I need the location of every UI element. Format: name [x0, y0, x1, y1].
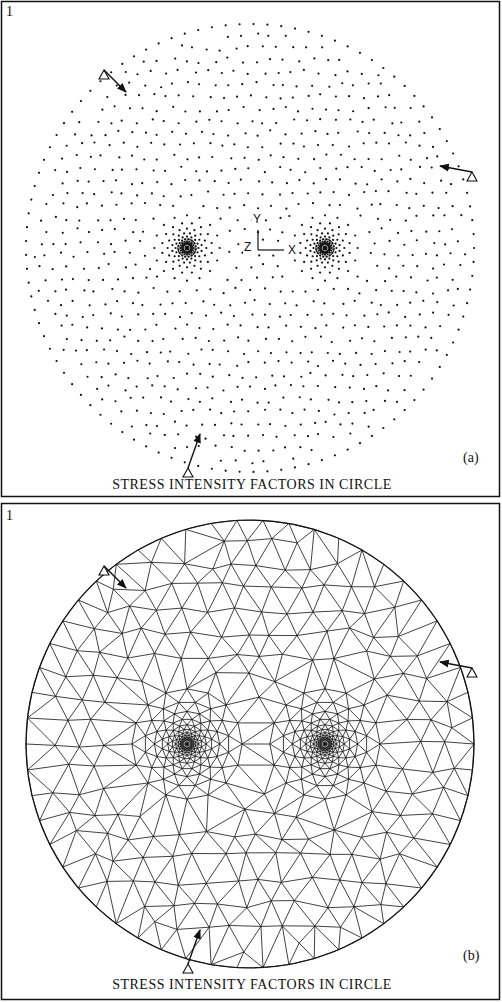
axis-triad [258, 230, 284, 250]
load-arrows [99, 70, 477, 973]
node-dots [25, 23, 475, 473]
figure-number: 1 [5, 508, 14, 524]
caption-text: STRESS INTENSITY FACTORS IN CIRCLE [0, 977, 502, 993]
caption-text: STRESS INTENSITY FACTORS IN CIRCLE [0, 477, 502, 493]
axis-label: X [287, 243, 297, 257]
panel-label: (b) [462, 948, 480, 964]
axis-label: Z [243, 240, 252, 254]
axis-label: Y [252, 212, 262, 226]
panel-frame [2, 2, 500, 497]
figure-number: 1 [5, 4, 14, 20]
panel-frame [2, 504, 500, 1000]
triangle-mesh [26, 520, 474, 968]
panel-label: (a) [462, 450, 480, 466]
